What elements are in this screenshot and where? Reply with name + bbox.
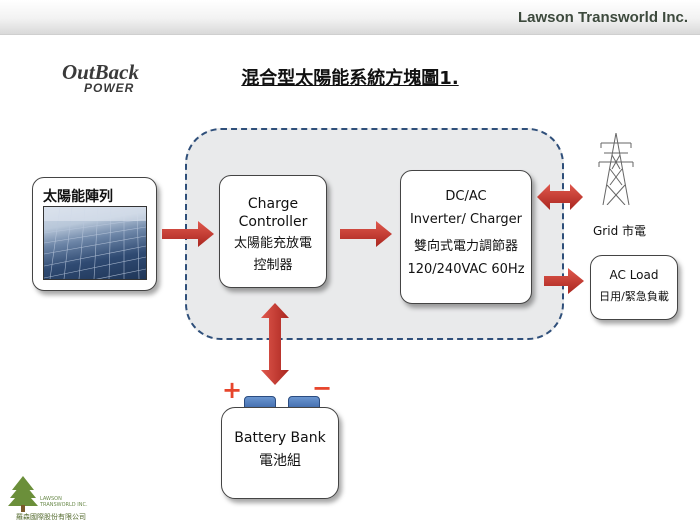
tree-icon [8,476,38,512]
inverter-line2: Inverter/ Charger [409,212,523,227]
diagram-title: 混合型太陽能系統方塊圖1. [241,68,459,89]
charge-controller-line2: Controller [238,214,308,230]
arrow-solar-to-controller [162,221,214,247]
inverter-line4: 120/240VAC 60Hz [407,262,525,277]
battery-line1: Battery Bank [234,430,326,446]
battery-line2: 電池組 [259,453,301,469]
charge-controller-line1: Charge [247,196,299,212]
ac-load-box: AC Load 日用/緊急負載 [590,255,678,320]
minus-sign-icon: − [312,374,333,402]
inverter-line1: DC/AC [445,189,487,204]
outback-power-logo: OutBack POWER [62,60,172,95]
arrow-controller-to-inverter [340,221,392,247]
company-name: Lawson Transworld Inc. [517,9,688,26]
logo-line1: OutBack [62,60,140,84]
solar-panel-image [43,206,147,280]
inverter-line3: 雙向式電力調節器 [413,239,518,254]
solar-array-box: 太陽能陣列 [32,177,157,291]
arrow-inverter-to-load [544,268,584,294]
grid-label: Grid 市電 [593,224,646,238]
plus-sign-icon: + [222,376,243,404]
charge-controller-line4: 控制器 [253,258,293,273]
transmission-tower-icon [598,133,634,205]
charge-controller-line3: 太陽能充放電 [233,236,312,251]
footer-company-logo: LAWSON TRANSWORLD INC. 羅森國際股份有限公司 [8,476,98,522]
ac-load-line1: AC Load [609,268,659,282]
arrow-inverter-grid-bidirectional [537,184,583,210]
battery-bank-box: Battery Bank 電池組 [221,407,339,499]
solar-array-label: 太陽能陣列 [43,189,113,205]
logo-line2: POWER [84,81,135,95]
inverter-box: DC/AC Inverter/ Charger 雙向式電力調節器 120/240… [400,170,532,304]
header-bar: Lawson Transworld Inc. [0,0,700,35]
ac-load-line2: 日用/緊急負載 [599,290,669,303]
arrow-controller-battery-bidirectional [261,303,289,385]
footer-brand: LAWSON TRANSWORLD INC. [40,496,88,508]
footer-company-zh: 羅森國際股份有限公司 [16,513,86,521]
charge-controller-box: Charge Controller 太陽能充放電 控制器 [219,175,327,288]
